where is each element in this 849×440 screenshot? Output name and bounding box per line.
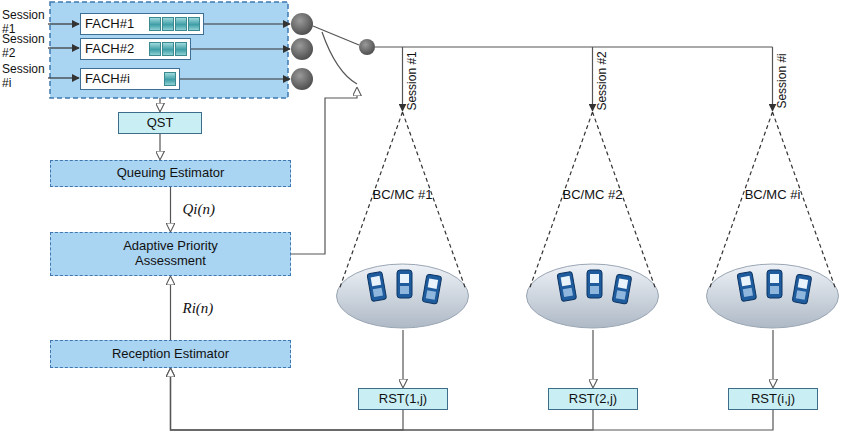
queue-cell: [149, 17, 161, 31]
session-label: Session #2: [2, 33, 48, 61]
node-label: RST(i,j): [751, 392, 795, 407]
table-box: RST(2,j): [548, 388, 638, 410]
queue-cell: [175, 42, 187, 56]
group-art: [525, 112, 660, 330]
node-label: FACH#1: [81, 17, 134, 32]
group-triangle: BC/MC #2: [525, 112, 660, 330]
process-box: Queuing Estimator: [50, 160, 291, 187]
node-label: BC/MC #1: [372, 188, 434, 203]
switch: [160, 26, 359, 254]
node-label: Reception Estimator: [112, 347, 229, 362]
node-label: FACH#i: [81, 72, 130, 87]
connector: [772, 330, 773, 387]
signal-label: Ri(n): [181, 300, 216, 317]
process-box: Adaptive Priority Assessment: [50, 232, 291, 276]
node-label: RST(2,j): [569, 392, 617, 407]
session-label: Session #i: [2, 63, 48, 91]
queue-box: FACH#2: [80, 38, 191, 60]
group-triangle: BC/MC #1: [335, 112, 470, 330]
connector: [159, 134, 160, 159]
connector: [170, 187, 171, 231]
node-label: RST(1,j): [379, 392, 427, 407]
table-box: RST(1,j): [358, 388, 448, 410]
connector: [171, 369, 774, 430]
server-circles: [291, 13, 375, 90]
connector: [402, 330, 403, 387]
node-label: Adaptive Priority Assessment: [96, 239, 246, 269]
table-box: QST: [118, 112, 202, 134]
group-art: [335, 112, 470, 330]
queue-box: FACH#1: [80, 13, 204, 35]
signal-label: Qi(n): [181, 201, 218, 218]
group-art: [705, 112, 840, 330]
group-triangle: BC/MC #i: [705, 112, 840, 330]
process-box: Reception Estimator: [50, 340, 291, 368]
node-label: QST: [147, 116, 174, 131]
table-box: RST(i,j): [728, 388, 818, 410]
session-label: Session #1: [406, 51, 420, 110]
queue-cell: [162, 17, 174, 31]
queue-cell: [188, 17, 200, 31]
connector: [592, 330, 593, 387]
queue-box: FACH#i: [80, 68, 180, 90]
node-label: FACH#2: [81, 42, 134, 57]
fach-panel: [50, 2, 288, 98]
queue-cell: [175, 17, 187, 31]
connector: [170, 277, 171, 340]
session-label: Session #i: [776, 53, 790, 108]
session-bus: [375, 47, 773, 111]
session-label: Session #2: [596, 51, 610, 110]
connector: [171, 369, 594, 430]
queue-cell: [164, 72, 176, 86]
node-label: BC/MC #i: [742, 188, 804, 203]
node-label: Queuing Estimator: [117, 166, 225, 181]
node-label: BC/MC #2: [562, 188, 624, 203]
queue-cell: [149, 42, 161, 56]
queue-cell: [162, 42, 174, 56]
